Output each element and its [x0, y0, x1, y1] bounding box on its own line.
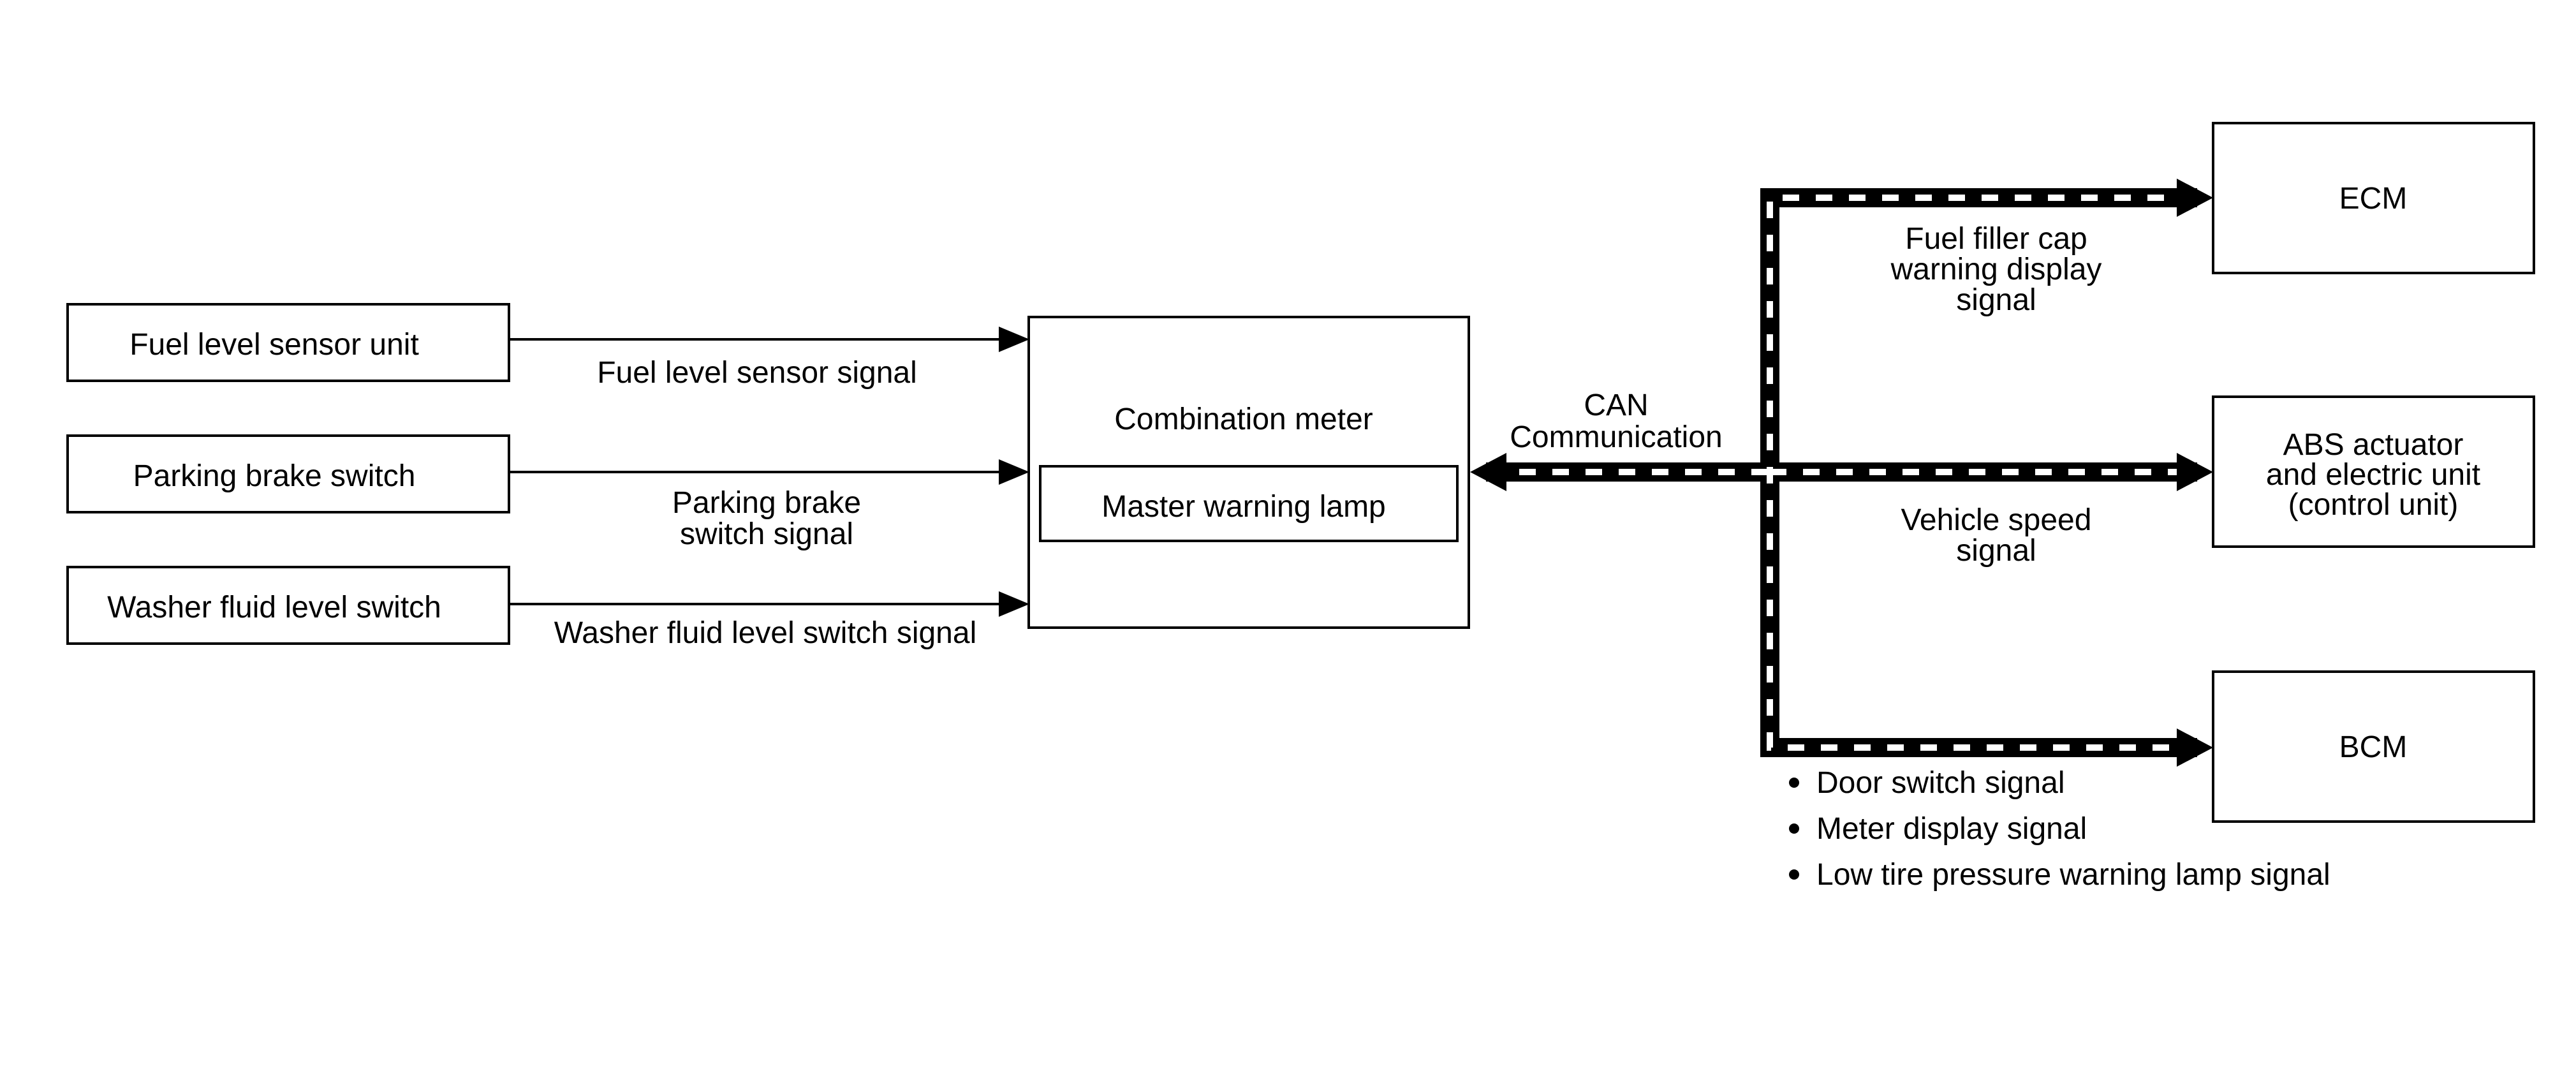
ecm-signal-line2: warning display: [1890, 253, 2102, 286]
combination-meter: Combination meter Master warning lamp: [1027, 316, 1470, 629]
washer-fluid-signal-label: Washer fluid level switch signal: [554, 616, 976, 650]
combination-meter-title: Combination meter: [1114, 402, 1373, 436]
ecm-signal-line3: signal: [1956, 283, 2036, 317]
input-parking-brake-switch: Parking brake switch: [66, 434, 510, 513]
fuel-level-sensor-unit-label: Fuel level sensor unit: [129, 328, 419, 362]
can-arrow-to-ecm: [2177, 179, 2213, 217]
abs-label-line1: ABS actuator: [2283, 428, 2464, 462]
output-abs-actuator: ABS actuator and electric unit (control …: [2212, 395, 2535, 548]
can-arrow-to-abs: [2177, 453, 2213, 491]
bullet-icon: [1789, 869, 1799, 880]
bcm-signal-item: Low tire pressure warning lamp signal: [1816, 858, 2330, 892]
abs-label-line2: and electric unit: [2266, 458, 2480, 492]
abs-signal-line1: Vehicle speed: [1901, 503, 2092, 537]
parking-brake-signal-label-2: switch signal: [680, 517, 853, 551]
bullet-icon: [1789, 823, 1799, 834]
master-warning-lamp-box: [1039, 465, 1459, 542]
input-washer-fluid-level-switch: Washer fluid level switch: [66, 566, 510, 645]
ecm-label: ECM: [2339, 182, 2408, 216]
can-bus: [1470, 179, 2213, 767]
ecm-signal-line1: Fuel filler cap: [1905, 222, 2087, 256]
washer-fluid-level-switch-label: Washer fluid level switch: [107, 591, 441, 624]
parking-brake-switch-label: Parking brake switch: [133, 459, 416, 493]
can-arrow-to-bcm: [2177, 728, 2213, 767]
abs-signal-line2: signal: [1956, 534, 2036, 568]
can-arrow-to-meter: [1470, 453, 1506, 491]
bcm-signal-item: Meter display signal: [1816, 812, 2087, 846]
abs-label-line3: (control unit): [2288, 488, 2459, 522]
can-label-line1: CAN: [1584, 388, 1648, 422]
can-label-line2: Communication: [1510, 420, 1722, 454]
bcm-signal-list: Door switch signal Meter display signal …: [1789, 766, 2330, 892]
master-warning-lamp-label: Master warning lamp: [1101, 490, 1386, 524]
fuel-level-sensor-signal-label: Fuel level sensor signal: [597, 356, 917, 390]
bcm-label: BCM: [2339, 730, 2408, 764]
input-fuel-level-sensor-unit: Fuel level sensor unit: [66, 303, 510, 382]
output-ecm: ECM: [2212, 122, 2535, 274]
bullet-icon: [1789, 778, 1799, 788]
bcm-signal-item: Door switch signal: [1816, 766, 2064, 800]
output-bcm: BCM: [2212, 670, 2535, 823]
parking-brake-signal-label-1: Parking brake: [672, 486, 861, 520]
